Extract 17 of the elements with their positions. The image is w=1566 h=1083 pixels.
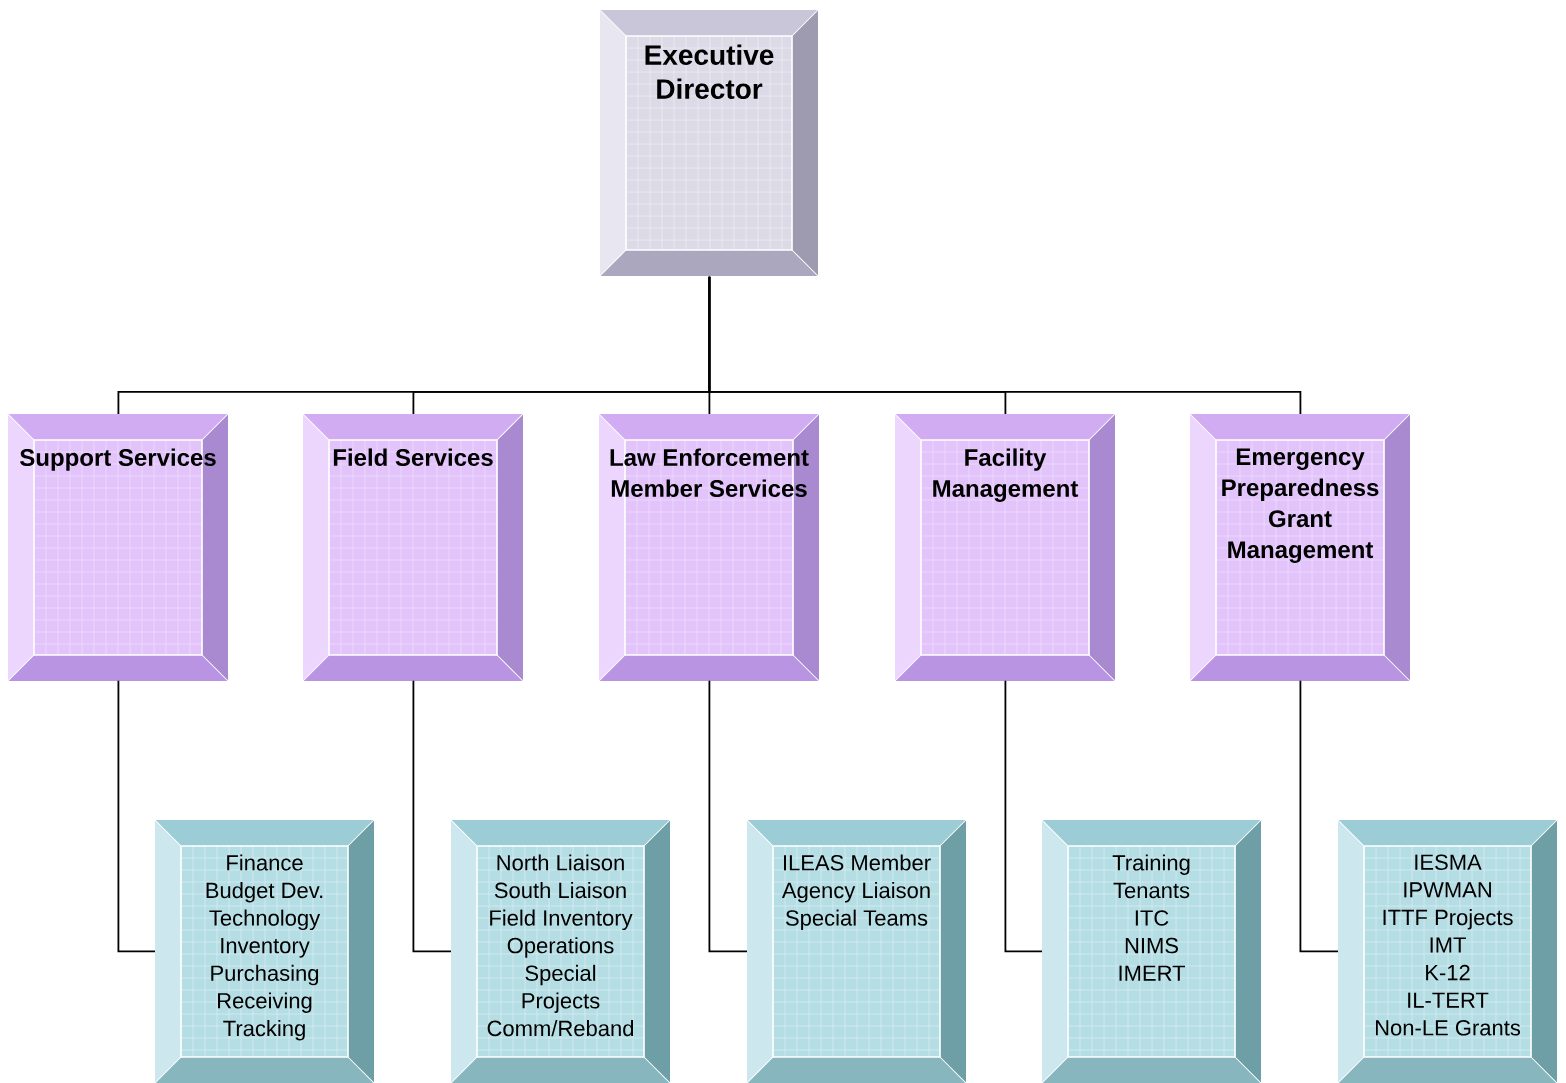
connector-line — [117, 679, 156, 953]
director-box: Executive Director — [599, 9, 819, 277]
duty-list-box: Finance Budget Dev. Technology Inventory Purchasing Receiving Tracking — [154, 819, 375, 1083]
duty-list-box: North Liaison South Liaison Field Inventory Operations Special Projects Comm/Reband — [450, 819, 671, 1083]
duty-list-box: ILEAS Member Agency Liaison Special Teams — [746, 819, 967, 1083]
department-box: Support Services — [7, 413, 229, 682]
connector-line — [708, 275, 1302, 415]
duty-list-box: IESMA IPWMAN ITTF Projects IMT K-12 IL-TERT Non-LE Grants — [1337, 819, 1558, 1083]
duty-list-box: Training Tenants ITC NIMS IMERT — [1041, 819, 1262, 1083]
department-box: Field Services — [302, 413, 524, 682]
connector-line — [1299, 679, 1339, 953]
department-box: Emergency Preparedness Grant Management — [1189, 413, 1411, 682]
connector-line — [412, 679, 452, 953]
connector-line — [1004, 679, 1043, 953]
department-box: Law Enforcement Member Services — [598, 413, 820, 682]
connector-line — [708, 679, 748, 953]
department-box: Facility Management — [894, 413, 1116, 682]
